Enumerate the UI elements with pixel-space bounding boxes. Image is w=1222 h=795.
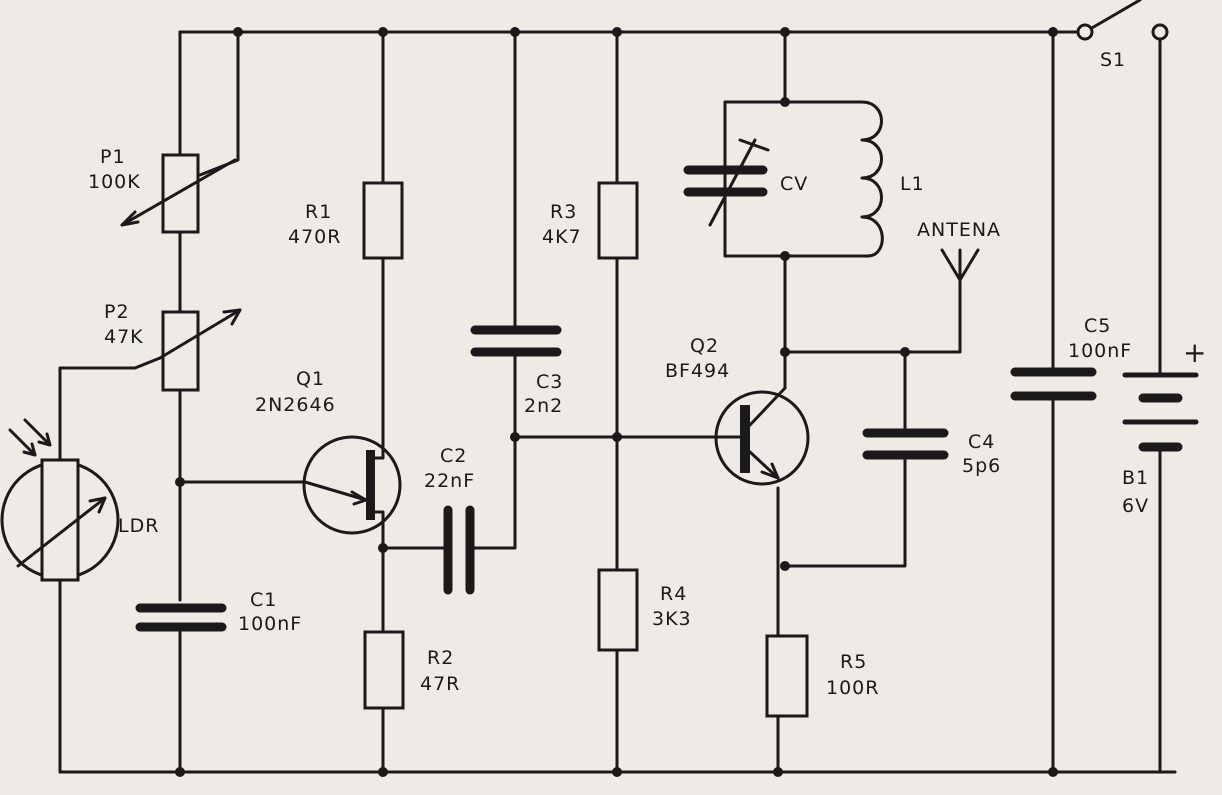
c4-value: 5p6 [962,455,1001,477]
r4-value: 3K3 [652,608,692,630]
variable-capacitor-cv: CV [683,138,808,227]
switch-s1: S1 [1076,0,1169,71]
p2-value: 47K [104,326,144,348]
resistor-r1: R1 470R [288,181,404,260]
cv-ref: CV [780,173,808,195]
c2-ref: C2 [440,445,467,467]
c1-value: 100nF [238,613,302,635]
capacitor-c4: C4 5p6 [862,428,1001,477]
wires [58,30,1177,774]
c5-value: 100nF [1068,340,1132,362]
p1-value: 100K [88,171,141,193]
r3-ref: R3 [550,201,577,223]
resistor-r3: R3 4K7 [542,181,639,260]
battery-b1: + B1 6V [1122,336,1207,517]
potentiometer-p2: P2 47K [104,301,242,392]
b1-ref: B1 [1122,467,1149,489]
r1-value: 470R [288,226,341,248]
c2-value: 22nF [424,470,475,492]
inductor-l1: L1 [860,100,925,258]
resistor-r4: R4 3K3 [597,568,692,652]
q2-value: BF494 [665,360,730,382]
c3-value: 2n2 [524,395,563,417]
ldr: LDR [0,418,159,582]
c4-ref: C4 [968,431,995,453]
p1-ref: P1 [100,146,126,168]
transistor-q2: Q2 BF494 [665,335,810,486]
light-rays-icon [8,418,52,457]
p2-ref: P2 [104,301,130,323]
capacitor-c5: C5 100nF [1010,315,1132,401]
c3-ref: C3 [536,371,563,393]
c5-ref: C5 [1084,315,1111,337]
antenna-icon: ANTENA [917,219,1001,282]
q2-ref: Q2 [690,335,719,357]
l1-ref: L1 [900,173,925,195]
c1-ref: C1 [250,589,277,611]
ldr-ref: LDR [118,515,159,537]
transistor-q1: Q1 2N2646 [255,368,402,535]
potentiometer-p1: P1 100K [88,146,237,234]
r3-value: 4K7 [542,226,582,248]
r2-value: 47R [420,673,460,695]
b1-polarity: + [1183,336,1207,369]
r5-ref: R5 [840,651,867,673]
capacitor-c2: C2 22nF [424,445,475,595]
q1-ref: Q1 [296,368,325,390]
junction-dots [175,27,1058,777]
antenna-label: ANTENA [917,219,1001,241]
r5-value: 100R [826,677,879,699]
q1-value: 2N2646 [255,394,336,416]
r1-ref: R1 [305,201,332,223]
resistor-r2: R2 47R [363,630,460,710]
r2-ref: R2 [427,647,454,669]
resistor-r5: R5 100R [765,634,879,718]
r4-ref: R4 [660,583,687,605]
b1-value: 6V [1122,495,1149,517]
capacitor-c3: C3 2n2 [470,325,563,417]
s1-ref: S1 [1100,49,1126,71]
capacitor-c1: C1 100nF [135,589,302,635]
